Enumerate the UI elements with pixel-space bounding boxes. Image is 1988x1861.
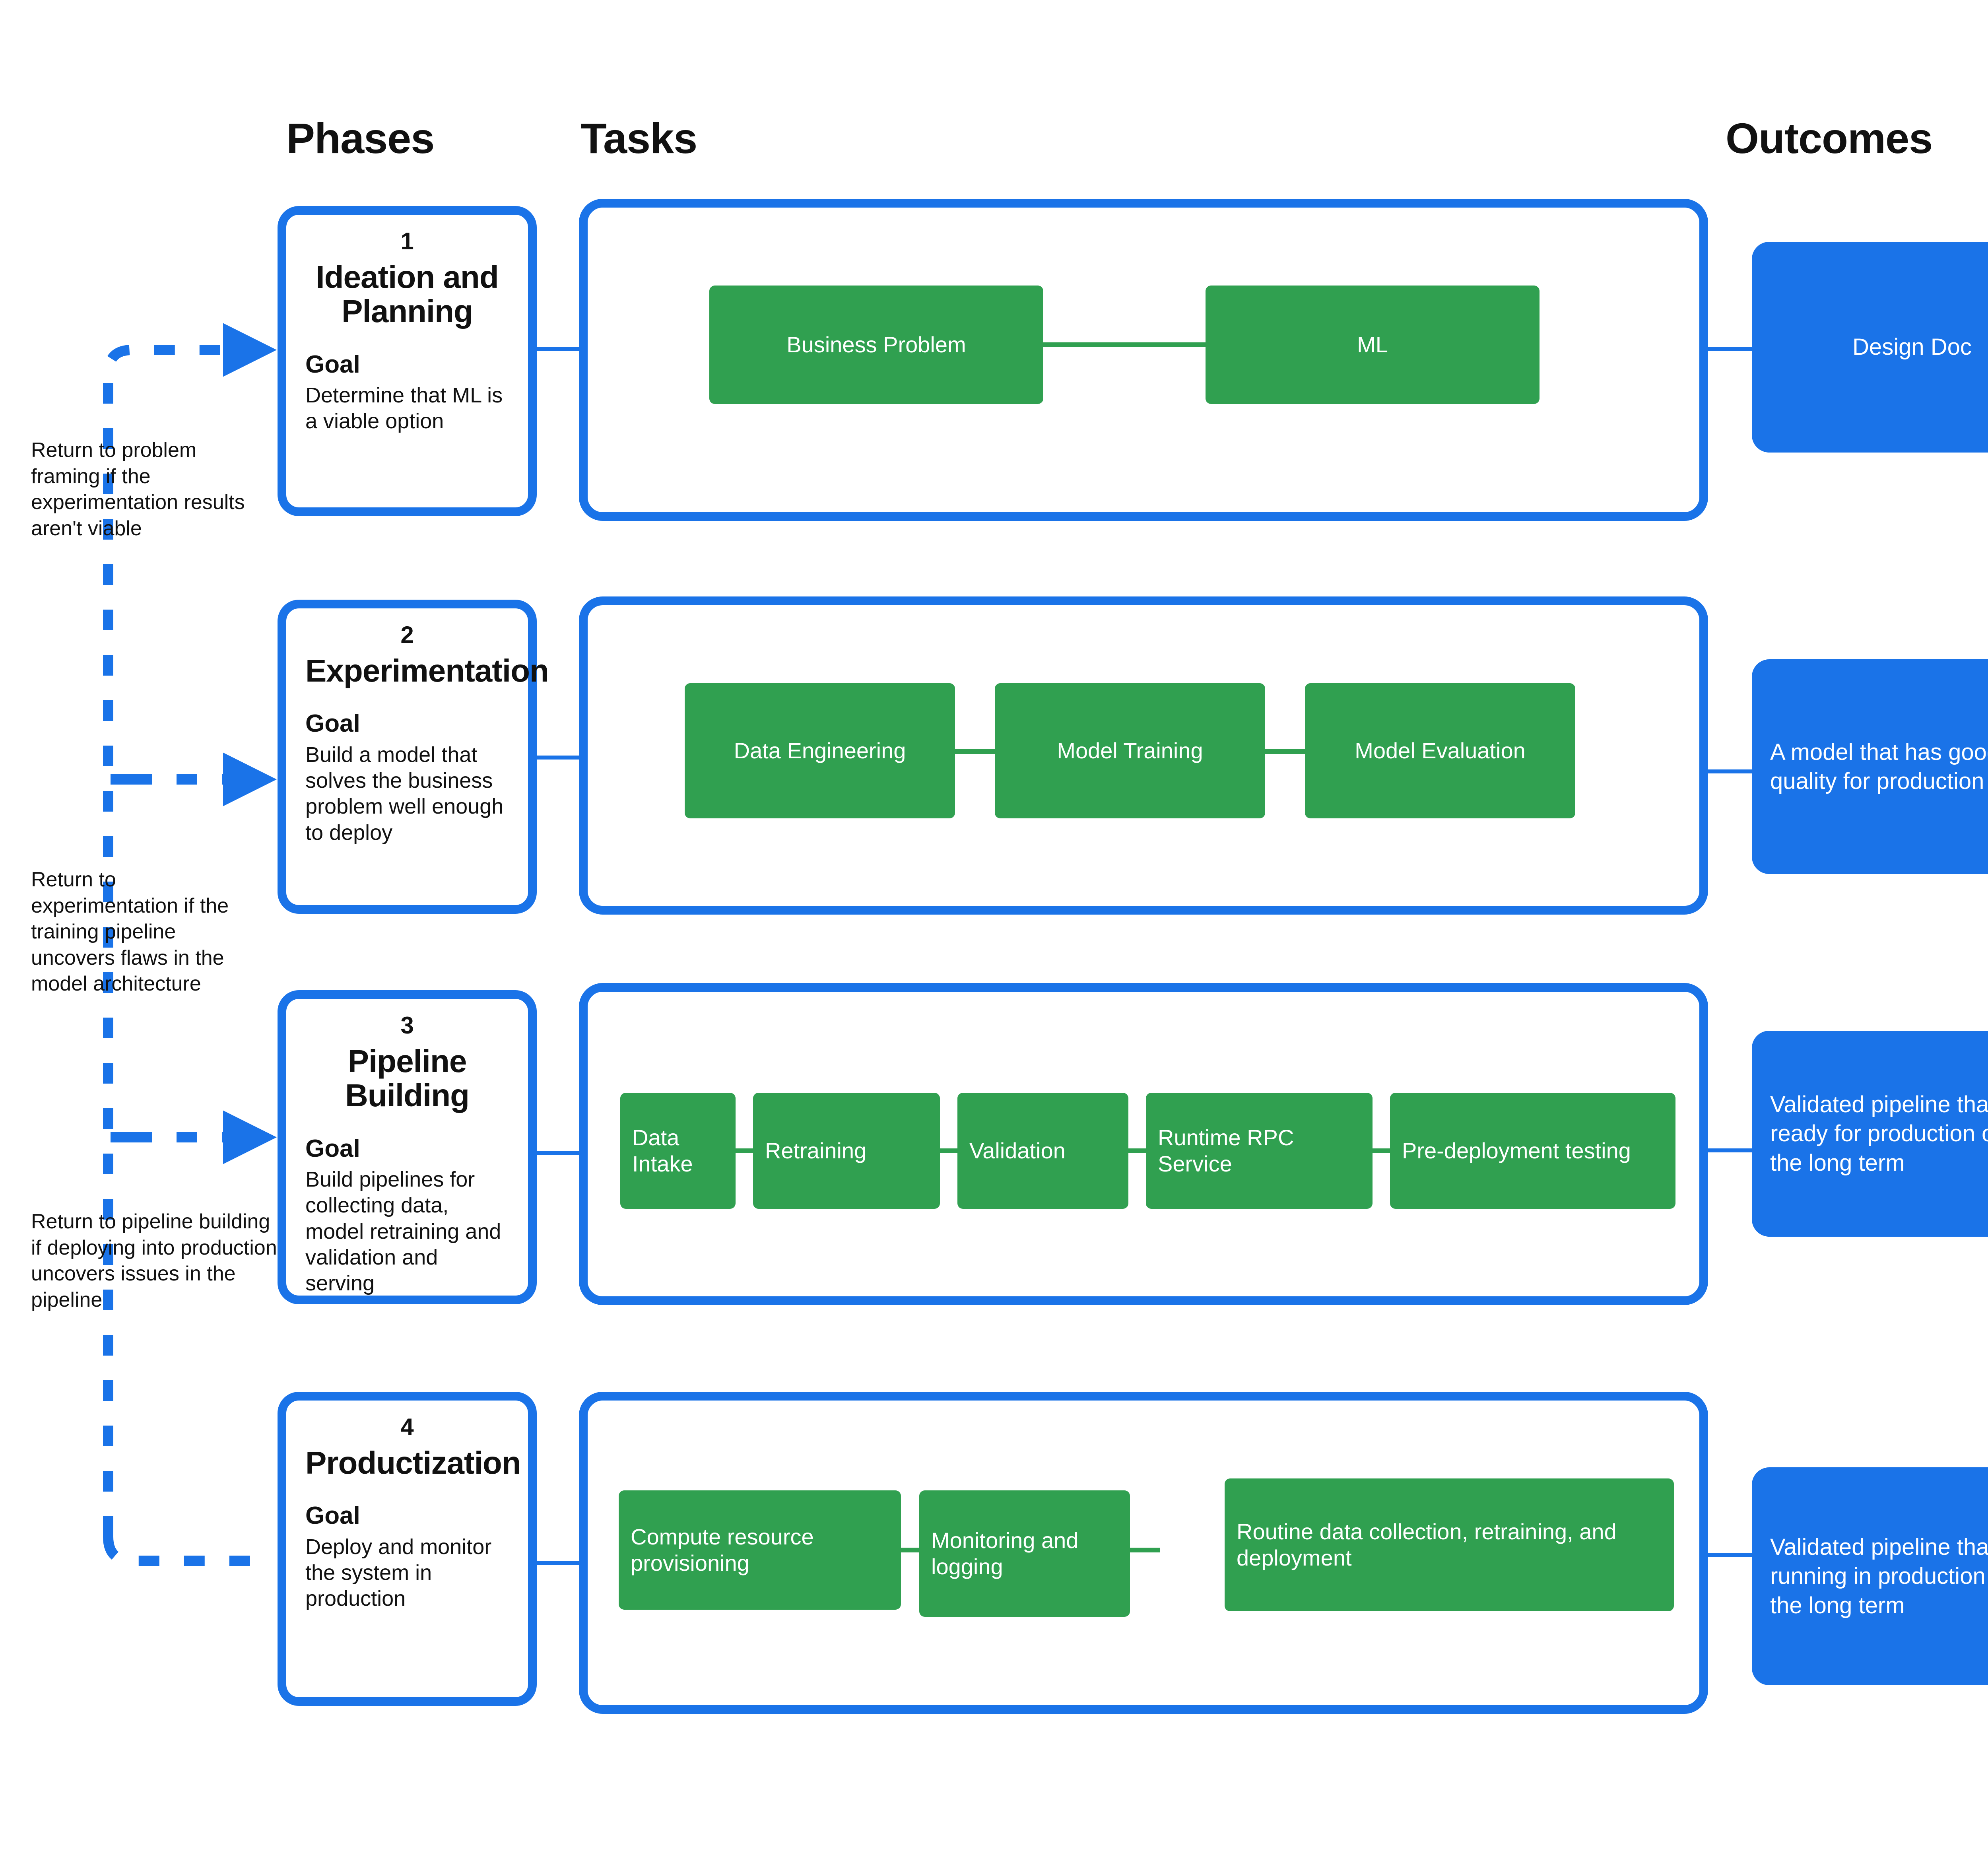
outcome-box-3[interactable]: Validated pipeline that's ready for prod… <box>1752 1031 1988 1237</box>
goal-text: Deploy and monitor the system in product… <box>305 1535 492 1611</box>
chip-connector <box>955 749 995 754</box>
connector-phase3-tasks <box>537 1151 580 1155</box>
connector-phase1-tasks <box>537 347 580 351</box>
goal-label: Goal <box>305 350 360 378</box>
chip-connector <box>1128 1148 1146 1153</box>
outcome-box-4[interactable]: Validated pipeline that's running in pro… <box>1752 1467 1988 1685</box>
task-chip-data-intake[interactable]: Data Intake <box>620 1093 736 1209</box>
goal-label: Goal <box>305 1134 360 1162</box>
task-chip-data-engineering[interactable]: Data Engineering <box>685 683 955 818</box>
chip-connector <box>901 1548 919 1552</box>
task-chip-business-problem[interactable]: Business Problem <box>709 286 1043 404</box>
column-header-tasks: Tasks <box>580 114 697 162</box>
outcome-box-1[interactable]: Design Doc <box>1752 242 1988 453</box>
column-header-phases: Phases <box>286 114 435 162</box>
phase-number: 2 <box>400 622 414 648</box>
task-chip-model-evaluation[interactable]: Model Evaluation <box>1305 683 1575 818</box>
goal-label: Goal <box>305 710 360 738</box>
task-chip-routine-data-collection[interactable]: Routine data collection, retraining, and… <box>1225 1478 1674 1611</box>
column-header-outcomes: Outcomes <box>1726 114 1933 162</box>
connector-tasks4-outcome <box>1708 1553 1752 1557</box>
chip-connector <box>940 1148 957 1153</box>
connector-phase4-tasks <box>537 1561 580 1565</box>
chip-connector <box>1130 1548 1160 1552</box>
outcome-box-2[interactable]: A model that has good quality for produc… <box>1752 659 1988 874</box>
goal-text: Build a model that solves the business p… <box>305 742 504 845</box>
phase-card-3[interactable]: 3 Pipeline Building Goal Build pipelines… <box>278 990 537 1304</box>
phase-card-4[interactable]: 4 Productization Goal Deploy and monitor… <box>278 1392 537 1706</box>
connector-tasks2-outcome <box>1708 769 1752 773</box>
connector-tasks1-outcome <box>1708 347 1752 351</box>
task-chip-pre-deployment-testing[interactable]: Pre-deployment testing <box>1390 1093 1675 1209</box>
phase-number: 1 <box>400 228 414 254</box>
chip-connector <box>1265 749 1305 754</box>
return-note-problem-framing: Return to problem framing if the experim… <box>31 439 245 540</box>
goal-text: Build pipelines for collecting data, mod… <box>305 1167 501 1296</box>
connector-tasks3-outcome <box>1708 1148 1752 1152</box>
task-chip-model-training[interactable]: Model Training <box>995 683 1265 818</box>
phase-title: Experimentation <box>305 653 549 688</box>
phase-card-2[interactable]: 2 Experimentation Goal Build a model tha… <box>278 600 549 914</box>
task-chip-compute-resource-provisioning[interactable]: Compute resource provisioning <box>619 1490 901 1610</box>
chip-connector <box>1043 342 1206 347</box>
return-note-experimentation-training: Return to experimentation if the trainin… <box>31 868 229 996</box>
phase-number: 4 <box>400 1414 414 1440</box>
phase-title: Productization <box>305 1445 521 1480</box>
task-chip-runtime-rpc-service[interactable]: Runtime RPC Service <box>1146 1093 1373 1209</box>
phase-number: 3 <box>400 1012 414 1039</box>
phase-title: Pipeline Building <box>345 1043 470 1113</box>
task-chip-ml[interactable]: ML <box>1206 286 1540 404</box>
dashed-return-spine-bottom <box>103 1537 274 1566</box>
return-note-pipeline-building: Return to pipeline building if deploying… <box>31 1210 277 1311</box>
chip-connector <box>736 1148 753 1153</box>
task-chip-retraining[interactable]: Retraining <box>753 1093 940 1209</box>
task-chip-monitoring-and-logging[interactable]: Monitoring and logging <box>919 1490 1130 1617</box>
chip-connector <box>1373 1148 1390 1153</box>
phase-title: Ideation and Planning <box>316 259 499 329</box>
goal-text: Determine that ML is a viable option <box>305 383 503 433</box>
task-chip-validation[interactable]: Validation <box>957 1093 1128 1209</box>
connector-phase2-tasks <box>537 756 580 760</box>
phase-card-1[interactable]: 1 Ideation and Planning Goal Determine t… <box>278 206 537 516</box>
goal-label: Goal <box>305 1502 360 1530</box>
